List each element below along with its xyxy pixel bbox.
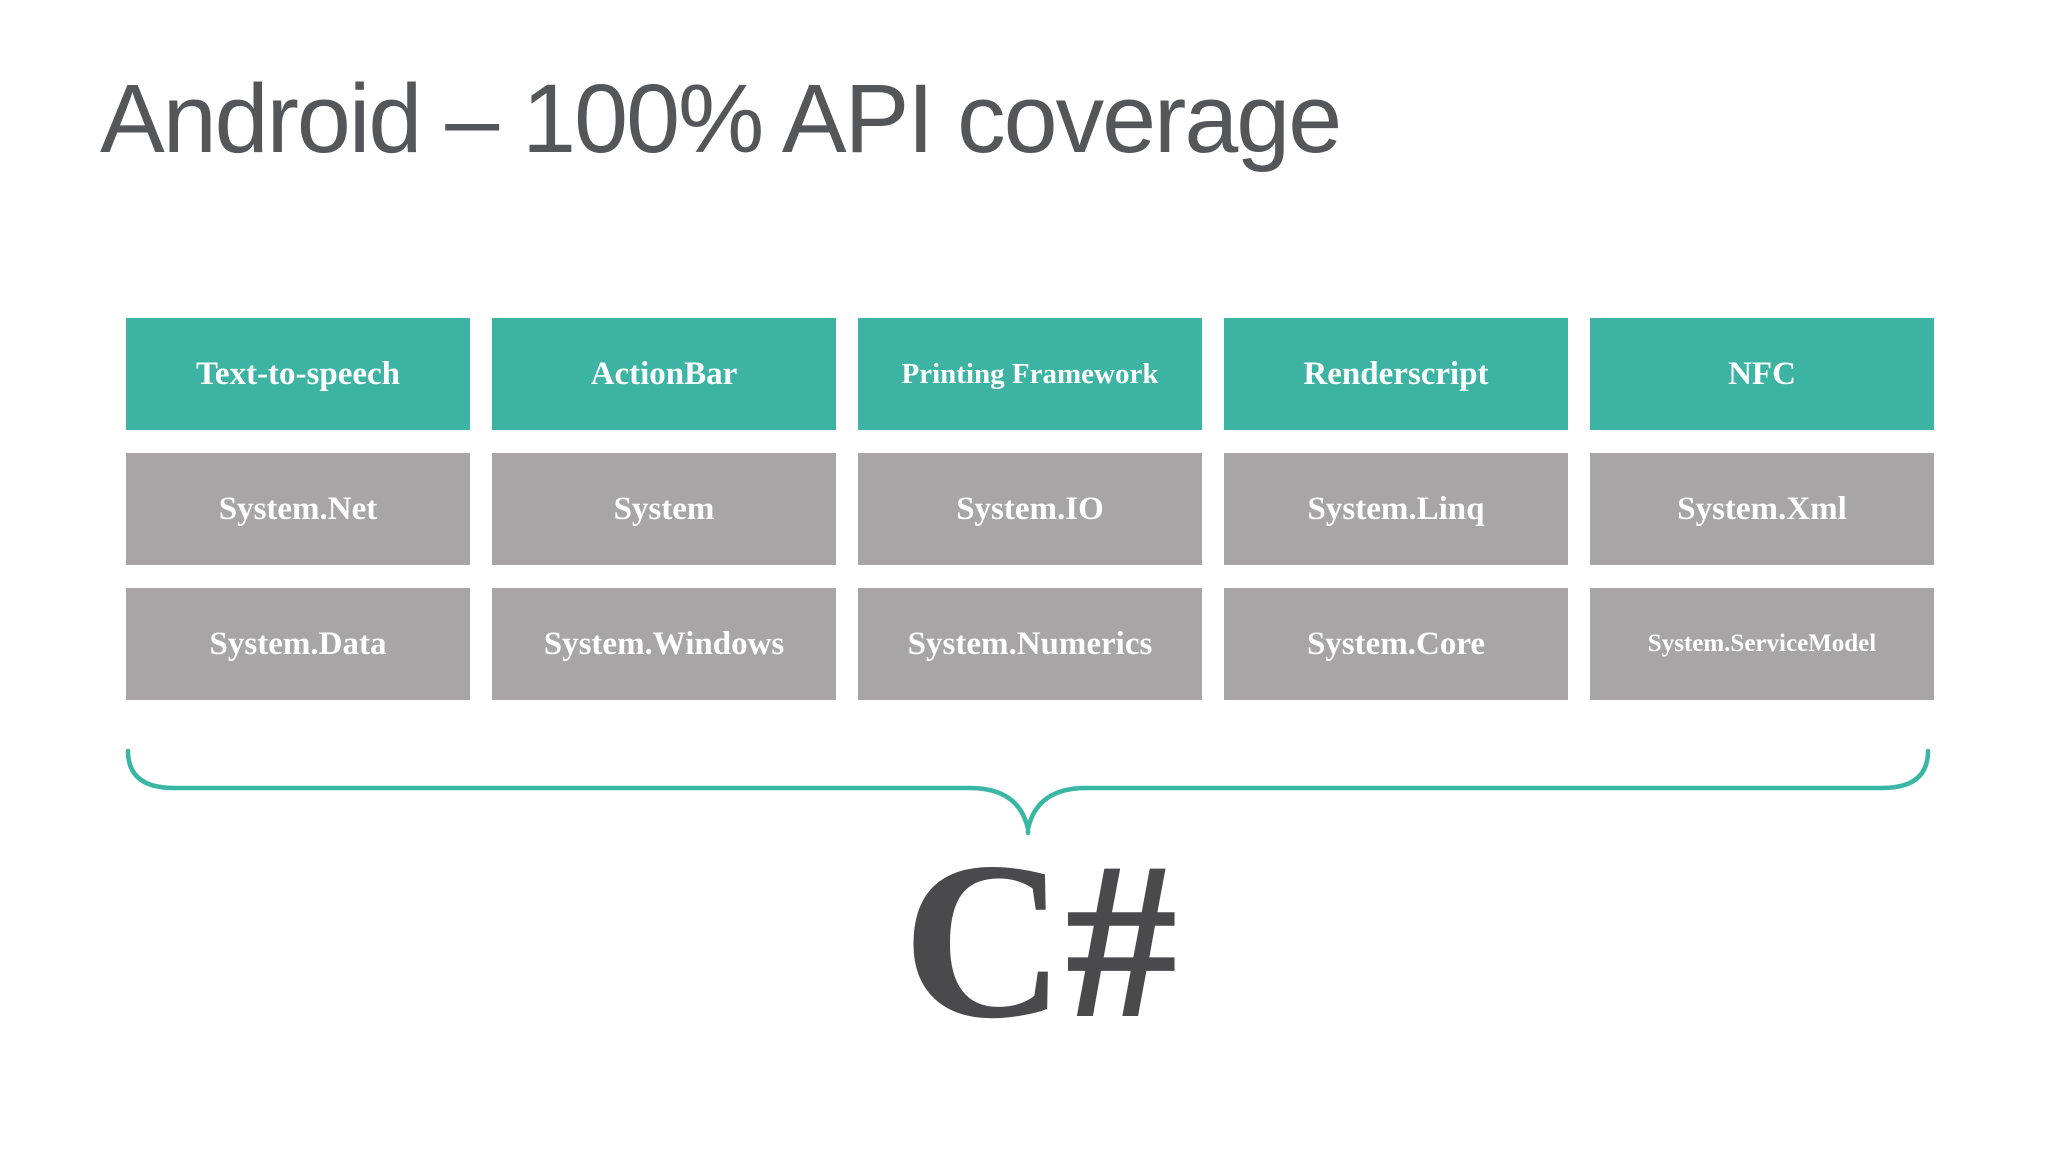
box-system-net: System.Net [126,453,470,565]
box-system-windows: System.Windows [492,588,836,700]
csharp-label: C# [902,815,1178,1065]
box-system-linq: System.Linq [1224,453,1568,565]
box-nfc: NFC [1590,318,1934,430]
box-system-io: System.IO [858,453,1202,565]
box-system: System [492,453,836,565]
api-grid: Text-to-speech ActionBar Printing Framew… [126,318,1934,700]
box-renderscript: Renderscript [1224,318,1568,430]
slide-title: Android – 100% API coverage [100,64,1342,173]
box-printing-framework: Printing Framework [858,318,1202,430]
box-system-core: System.Core [1224,588,1568,700]
box-system-numerics: System.Numerics [858,588,1202,700]
box-system-xml: System.Xml [1590,453,1934,565]
box-actionbar: ActionBar [492,318,836,430]
box-system-data: System.Data [126,588,470,700]
box-text-to-speech: Text-to-speech [126,318,470,430]
box-system-servicemodel: System.ServiceModel [1590,588,1934,700]
